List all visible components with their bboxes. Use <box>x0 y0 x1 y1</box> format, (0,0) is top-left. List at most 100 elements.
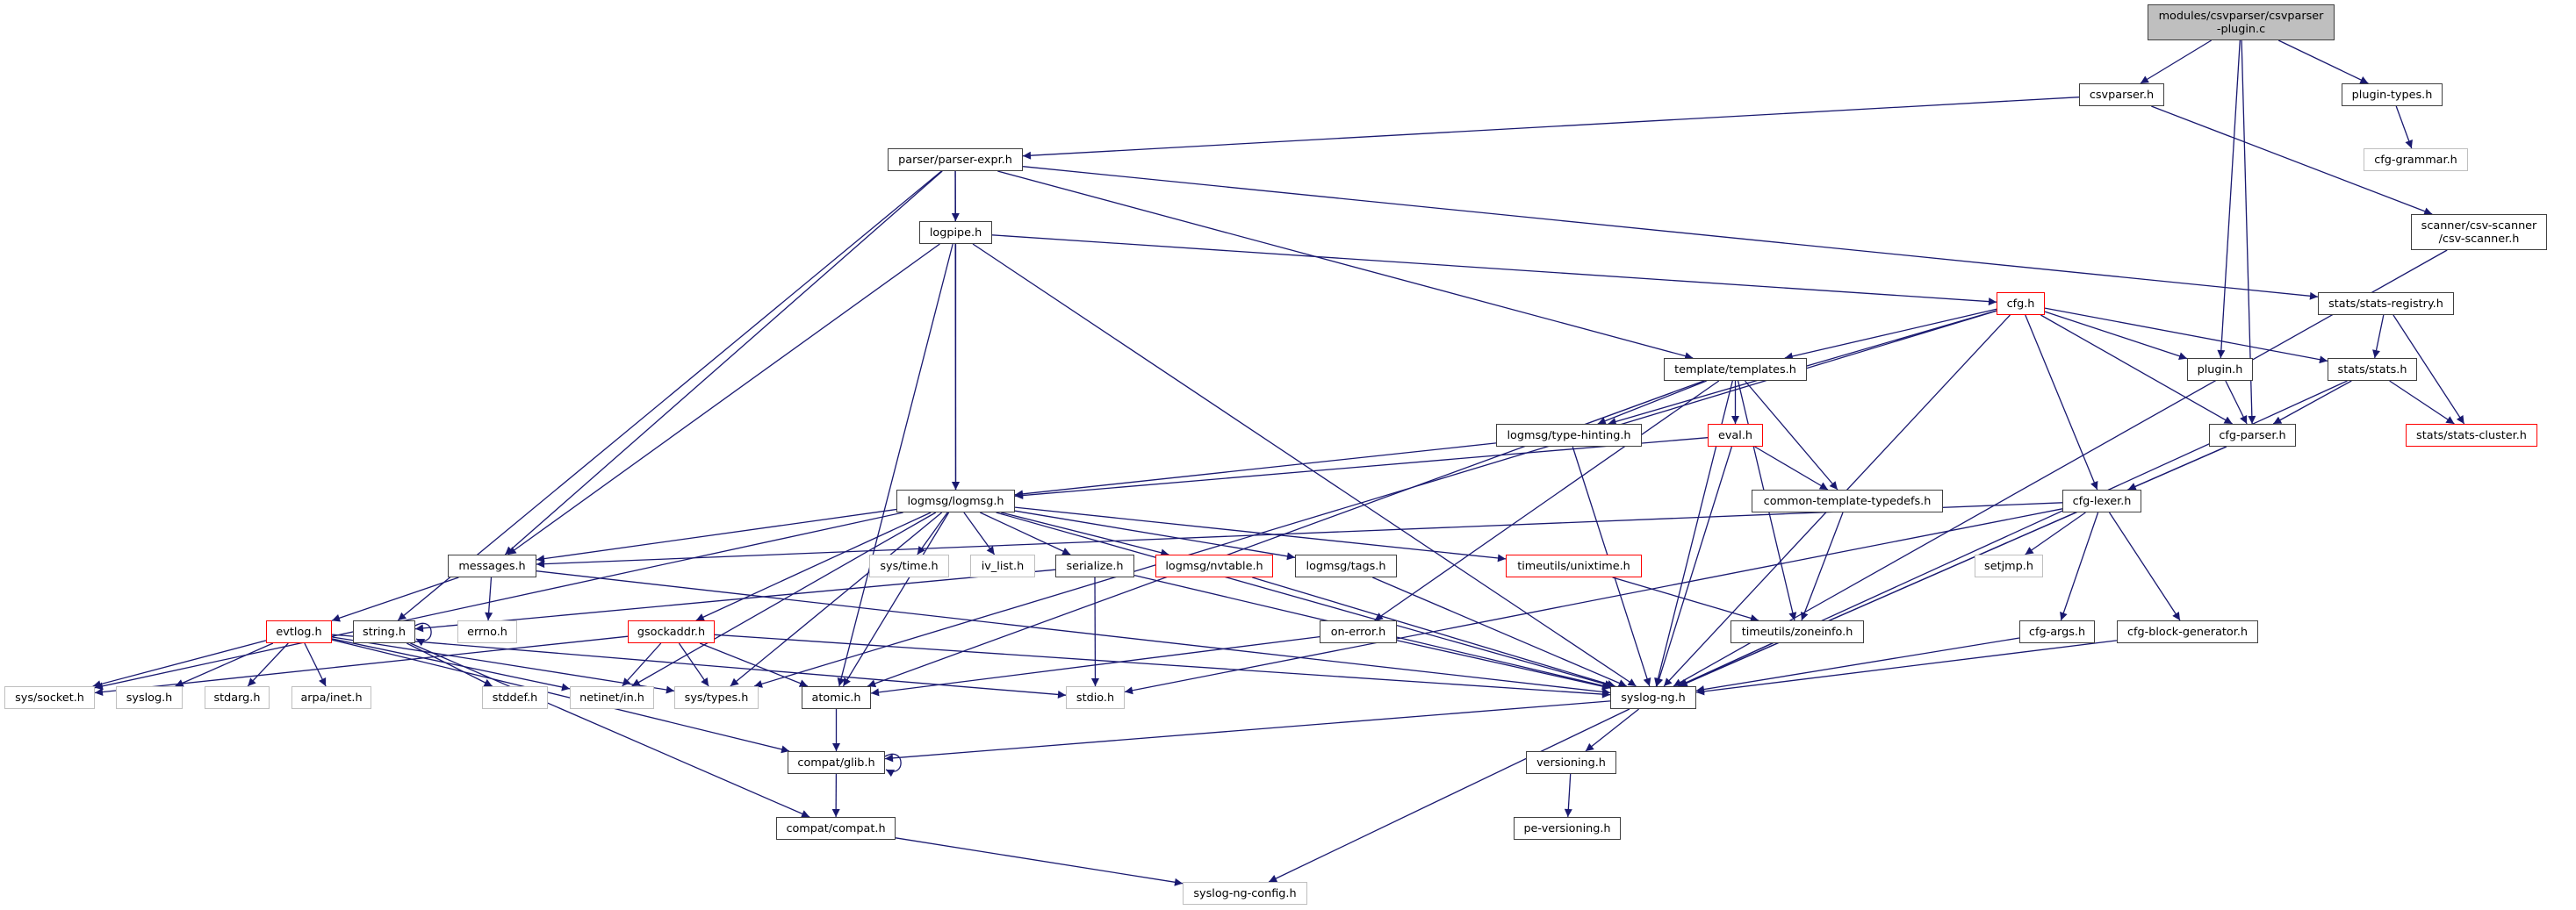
dependency-edge <box>1014 437 1709 500</box>
node-cfg-parser-h[interactable]: cfg-parser.h <box>2209 424 2296 447</box>
node-csvparser-plugin-c: modules/csvparser/csvparser -plugin.c <box>2148 4 2335 40</box>
dependency-edge <box>1014 442 1497 498</box>
node-pe-versioning-h[interactable]: pe-versioning.h <box>1514 817 1621 840</box>
dependency-edge <box>414 569 1056 633</box>
node-logmsg-tags-h[interactable]: logmsg/tags.h <box>1295 555 1397 577</box>
node-string-h[interactable]: string.h <box>353 620 415 643</box>
node-eval-h[interactable]: eval.h <box>1708 424 1763 447</box>
dependency-edge <box>1597 380 1707 425</box>
dependency-edge <box>536 570 1611 696</box>
dependency-edge <box>884 753 902 777</box>
dependency-edge <box>331 577 459 622</box>
node-stats-cluster-h[interactable]: stats/stats-cluster.h <box>2406 424 2537 447</box>
node-atomic-h[interactable]: atomic.h <box>802 686 871 709</box>
dependency-edge <box>699 642 809 687</box>
dependency-edge <box>1679 512 2076 687</box>
dependency-edge <box>1695 640 2118 696</box>
dependency-edge <box>2140 39 2213 84</box>
dependency-edge <box>678 642 709 687</box>
dependency-edge <box>2044 307 2328 364</box>
dependency-edge <box>507 243 940 555</box>
dependency-edge <box>980 512 1071 555</box>
dependency-edge <box>485 577 493 621</box>
node-plugin-h[interactable]: plugin.h <box>2187 358 2253 381</box>
dependency-edge <box>972 243 1637 687</box>
node-messages-h[interactable]: messages.h <box>448 555 536 577</box>
node-compat-glib-h[interactable]: compat/glib.h <box>788 751 885 774</box>
dependency-edge <box>2272 380 2352 425</box>
dependency-edge <box>1784 308 1997 361</box>
dependency-edge <box>1022 166 2319 300</box>
dependency-edge <box>870 635 1320 697</box>
node-cfg-block-generator-h[interactable]: cfg-block-generator.h <box>2117 620 2258 643</box>
node-logpipe-h[interactable]: logpipe.h <box>919 221 992 244</box>
dependency-edge <box>714 634 1611 699</box>
node-errno-h: errno.h <box>457 620 517 643</box>
dependency-edge <box>842 512 950 687</box>
dependency-edge <box>414 622 432 647</box>
dependency-edge <box>331 639 790 754</box>
dependency-edge <box>2060 512 2099 621</box>
dependency-edge <box>2108 512 2181 621</box>
node-logmsg-logmsg-h[interactable]: logmsg/logmsg.h <box>896 490 1015 512</box>
dependency-edge <box>884 700 1611 763</box>
node-logmsg-nvtable-h[interactable]: logmsg/nvtable.h <box>1155 555 1273 577</box>
node-csv-scanner-h[interactable]: scanner/csv-scanner /csv-scanner.h <box>2411 214 2547 250</box>
node-sys-types-h: sys/types.h <box>674 686 759 709</box>
node-csvparser-h[interactable]: csvparser.h <box>2079 83 2164 106</box>
node-common-template-typedefs-h[interactable]: common-template-typedefs.h <box>1752 490 1943 512</box>
dependency-edge <box>504 170 943 555</box>
node-netinet-in-h: netinet/in.h <box>570 686 654 709</box>
dependency-edge <box>1745 380 1838 491</box>
dependency-edge <box>247 642 289 687</box>
dependency-edge <box>1801 512 1844 621</box>
dependency-edge <box>1090 577 1099 687</box>
node-versioning-h[interactable]: versioning.h <box>1526 751 1616 774</box>
node-evtlog-h[interactable]: evtlog.h <box>266 620 332 643</box>
dependency-edge <box>622 642 662 687</box>
node-template-templates-h[interactable]: template/templates.h <box>1664 358 1807 381</box>
node-logmsg-type-hinting-h[interactable]: logmsg/type-hinting.h <box>1496 424 1642 447</box>
node-syslog-ng-h[interactable]: syslog-ng.h <box>1610 686 1696 709</box>
dependency-edge <box>94 512 903 691</box>
dependency-edge <box>331 638 571 691</box>
edge-group <box>92 39 2465 886</box>
dependency-edge <box>2393 314 2465 425</box>
node-stats-registry-h[interactable]: stats/stats-registry.h <box>2318 292 2454 315</box>
dependency-edge <box>407 642 493 687</box>
node-cfg-h[interactable]: cfg.h <box>1997 292 2045 315</box>
dependency-edge <box>730 512 943 687</box>
dependency-edge <box>1612 577 1759 622</box>
dependency-edge <box>94 635 629 697</box>
node-timeutils-unixtime-h[interactable]: timeutils/unixtime.h <box>1506 555 1642 577</box>
node-compat-compat-h[interactable]: compat/compat.h <box>776 817 896 840</box>
dependency-edge <box>996 512 1614 688</box>
node-setjmp-h: setjmp.h <box>1975 555 2043 577</box>
node-stddef-h: stddef.h <box>482 686 548 709</box>
node-stats-stats-h[interactable]: stats/stats.h <box>2328 358 2417 381</box>
dependency-edge <box>2217 39 2241 359</box>
node-stdarg-h: stdarg.h <box>205 686 270 709</box>
node-gsockaddr-h[interactable]: gsockaddr.h <box>628 620 715 643</box>
node-cfg-lexer-h[interactable]: cfg-lexer.h <box>2062 490 2141 512</box>
dependency-edge <box>1678 642 1773 687</box>
dependency-edge <box>837 243 953 687</box>
node-on-error-h[interactable]: on-error.h <box>1320 620 1397 643</box>
dependency-edge <box>1268 708 1630 883</box>
dependency-edge <box>2225 380 2248 425</box>
dependency-edge <box>2040 314 2233 425</box>
node-cfg-grammar-h: cfg-grammar.h <box>2364 148 2468 171</box>
node-timeutils-zoneinfo-h[interactable]: timeutils/zoneinfo.h <box>1731 620 1864 643</box>
dependency-edge <box>695 512 932 621</box>
node-sys-socket-h: sys/socket.h <box>4 686 95 709</box>
dependency-edge <box>331 634 1067 699</box>
node-serialize-h[interactable]: serialize.h <box>1055 555 1134 577</box>
node-arpa-inet-h: arpa/inet.h <box>291 686 371 709</box>
node-cfg-args-h[interactable]: cfg-args.h <box>2019 620 2095 643</box>
node-syslog-h: syslog.h <box>116 686 183 709</box>
dependency-edge <box>2044 311 2188 361</box>
node-plugin-types-h[interactable]: plugin-types.h <box>2342 83 2443 106</box>
dependency-edge <box>2389 380 2455 425</box>
node-parser-parser-expr-h[interactable]: parser/parser-expr.h <box>888 148 1023 171</box>
